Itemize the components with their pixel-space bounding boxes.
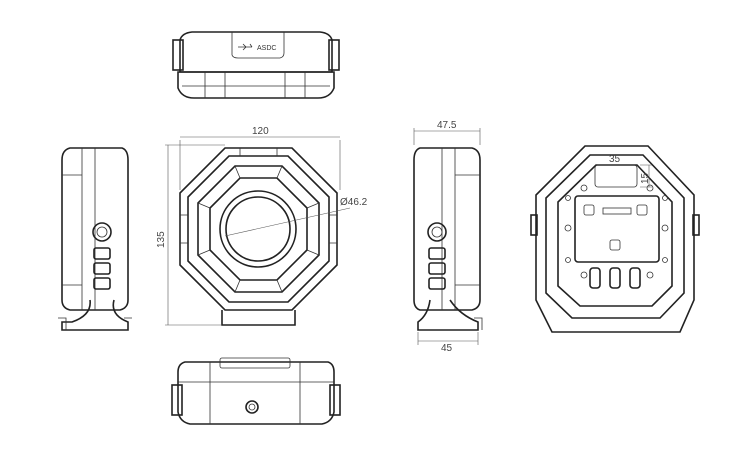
width-dimension: 120: [252, 126, 269, 137]
right-side-view: 47.5 45: [413, 120, 483, 354]
front-view: 120 135 Ø46.2: [156, 126, 368, 326]
slot-width-dimension: 35: [609, 154, 621, 165]
slot-height-dimension: 15: [640, 172, 651, 184]
top-view: ASDC: [172, 31, 340, 99]
usb-icon: [238, 43, 253, 51]
left-side-view: [58, 147, 132, 331]
back-view: 35 15: [530, 145, 700, 333]
height-dimension: 135: [156, 231, 167, 248]
depth-dimension: 47.5: [437, 120, 457, 131]
lens-diameter-dimension: Ø46.2: [340, 197, 368, 208]
bottom-view: [171, 357, 341, 425]
base-dimension: 45: [441, 343, 453, 354]
port-label: ASDC: [257, 45, 276, 52]
